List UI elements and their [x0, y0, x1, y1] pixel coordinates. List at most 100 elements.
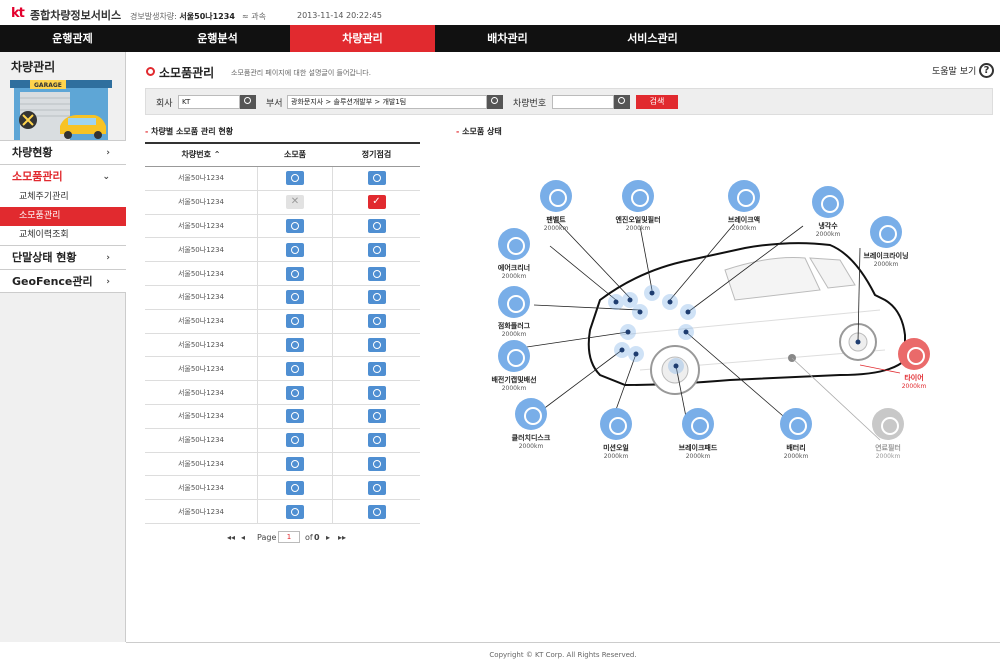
nav-service-management[interactable]: 서비스관리 — [627, 32, 678, 45]
status-check-icon[interactable]: ✓ — [367, 195, 386, 210]
part-km: 2000km — [501, 273, 527, 280]
part-icon[interactable] — [498, 286, 530, 318]
footer: Copyright © KT Corp. All Rights Reserved… — [126, 642, 1000, 666]
status-ok-icon[interactable] — [286, 361, 304, 376]
last-page-icon[interactable]: ▸▸ — [338, 533, 347, 542]
status-ok-icon[interactable] — [286, 409, 304, 424]
nav-operation-control[interactable]: 운행관제 — [52, 32, 93, 45]
table-row[interactable]: 서울50나1234 — [145, 381, 420, 405]
status-ok-icon[interactable] — [367, 480, 386, 495]
status-ok-icon[interactable] — [286, 242, 304, 257]
status-ok-icon[interactable] — [367, 290, 386, 305]
consumables-cell — [257, 500, 333, 523]
sidebar-item-terminal-status[interactable]: 단말상태 현황› — [0, 245, 126, 269]
table-row[interactable]: 서울50나1234 — [145, 167, 420, 191]
table-row[interactable]: 서울50나1234 — [145, 285, 420, 310]
table-row[interactable]: 서울50나1234 — [145, 476, 420, 501]
status-ok-icon[interactable] — [367, 433, 386, 448]
part-icon[interactable] — [812, 186, 844, 218]
inspection-cell — [333, 357, 420, 380]
part-icon[interactable] — [682, 408, 714, 440]
status-ok-icon[interactable] — [286, 290, 304, 305]
part-icon[interactable] — [898, 338, 930, 370]
help-link[interactable]: 도움말 보기 — [932, 67, 977, 77]
status-ok-icon[interactable] — [286, 504, 304, 519]
page-label: Page — [257, 533, 277, 542]
status-ok-icon[interactable] — [367, 218, 386, 233]
table-row[interactable]: 서울50나1234 — [145, 214, 420, 239]
company-field[interactable]: KT — [178, 95, 240, 109]
vehicle-number-field[interactable] — [552, 95, 614, 109]
part-icon[interactable] — [728, 180, 760, 212]
part-icon[interactable] — [870, 216, 902, 248]
part-icon[interactable] — [515, 398, 547, 430]
status-ok-icon[interactable] — [286, 480, 304, 495]
table-row[interactable]: 서울50나1234 — [145, 428, 420, 453]
search-button[interactable]: 검색 — [636, 95, 678, 109]
table-row[interactable]: 서울50나1234 — [145, 357, 420, 382]
header-vehicle-number[interactable]: 차량번호 ⌃ — [181, 150, 221, 159]
first-page-icon[interactable]: ◂◂ — [227, 533, 236, 542]
table-row[interactable]: 서울50나1234 — [145, 238, 420, 263]
status-ok-icon[interactable] — [286, 218, 304, 233]
status-ok-icon[interactable] — [286, 385, 304, 400]
status-ok-icon[interactable] — [286, 314, 304, 329]
alarm-vehicle[interactable]: 서울50나1234 — [179, 12, 235, 21]
status-ok-icon[interactable] — [286, 456, 304, 471]
company-search-button[interactable] — [240, 95, 256, 109]
table-row[interactable]: 서울50나1234 — [145, 333, 420, 358]
sidebar-subitem-replacement-history[interactable]: 교체이력조회 — [0, 226, 126, 245]
status-ok-icon[interactable] — [367, 337, 386, 352]
prev-page-icon[interactable]: ◂ — [241, 533, 246, 542]
sidebar-item-geofence[interactable]: GeoFence관리› — [0, 269, 126, 293]
kt-logo[interactable]: kt — [11, 6, 25, 21]
of-label: of — [305, 533, 313, 542]
status-ok-icon[interactable] — [367, 314, 386, 329]
status-ok-icon[interactable] — [367, 361, 386, 376]
dept-search-button[interactable] — [487, 95, 503, 109]
nav-vehicle-management[interactable]: 차량관리 — [290, 25, 435, 52]
sidebar-item-vehicle-status[interactable]: 차량현황› — [0, 140, 126, 164]
status-ok-icon[interactable] — [286, 171, 304, 186]
status-ok-icon[interactable] — [286, 266, 304, 281]
table-row[interactable]: 서울50나1234 — [145, 500, 420, 524]
part-name: 냉각수 — [818, 222, 838, 230]
consumables-cell — [257, 167, 333, 190]
sidebar-subitem-replacement-cycle[interactable]: 교체주기관리 — [0, 188, 126, 207]
table-row[interactable]: 서울50나1234 — [145, 262, 420, 286]
part-icon[interactable] — [600, 408, 632, 440]
status-ok-icon[interactable] — [367, 504, 386, 519]
sidebar-subitem-consumables[interactable]: 소모품관리 — [0, 207, 126, 226]
part-icon[interactable] — [622, 180, 654, 212]
dept-field[interactable]: 광화문지사 > 솔루션개발부 > 개발1팀 — [287, 95, 487, 109]
status-ok-icon[interactable] — [367, 385, 386, 400]
table-row[interactable]: 서울50나1234 — [145, 309, 420, 334]
help-icon[interactable]: ? — [979, 63, 994, 78]
status-ok-icon[interactable] — [367, 171, 386, 186]
table-header: 차량번호 ⌃ 소모품 정기점검 — [145, 144, 420, 167]
next-page-icon[interactable]: ▸ — [326, 533, 331, 542]
page-input[interactable]: 1 — [278, 531, 300, 543]
status-ok-icon[interactable] — [367, 456, 386, 471]
nav-dispatch-management[interactable]: 배차관리 — [487, 32, 528, 45]
part-name: 팬벨트 — [546, 216, 566, 224]
part-name: 브레이크패드 — [678, 444, 718, 452]
part-icon[interactable] — [540, 180, 572, 212]
nav-operation-analysis[interactable]: 운행분석 — [197, 32, 238, 45]
status-x-icon[interactable]: ✕ — [286, 195, 304, 210]
status-ok-icon[interactable] — [367, 266, 386, 281]
part-icon[interactable] — [780, 408, 812, 440]
part-icon[interactable] — [872, 408, 904, 440]
table-row[interactable]: 서울50나1234 — [145, 452, 420, 477]
status-ok-icon[interactable] — [367, 409, 386, 424]
chevron-down-icon: ⌄ — [102, 172, 110, 182]
status-ok-icon[interactable] — [286, 337, 304, 352]
table-row[interactable]: 서울50나1234✕✓ — [145, 190, 420, 215]
sidebar-item-consumables[interactable]: 소모품관리⌄ — [0, 164, 126, 188]
status-ok-icon[interactable] — [367, 242, 386, 257]
status-ok-icon[interactable] — [286, 433, 304, 448]
part-icon[interactable] — [498, 340, 530, 372]
table-row[interactable]: 서울50나1234 — [145, 404, 420, 429]
vehicle-search-button[interactable] — [614, 95, 630, 109]
part-icon[interactable] — [498, 228, 530, 260]
